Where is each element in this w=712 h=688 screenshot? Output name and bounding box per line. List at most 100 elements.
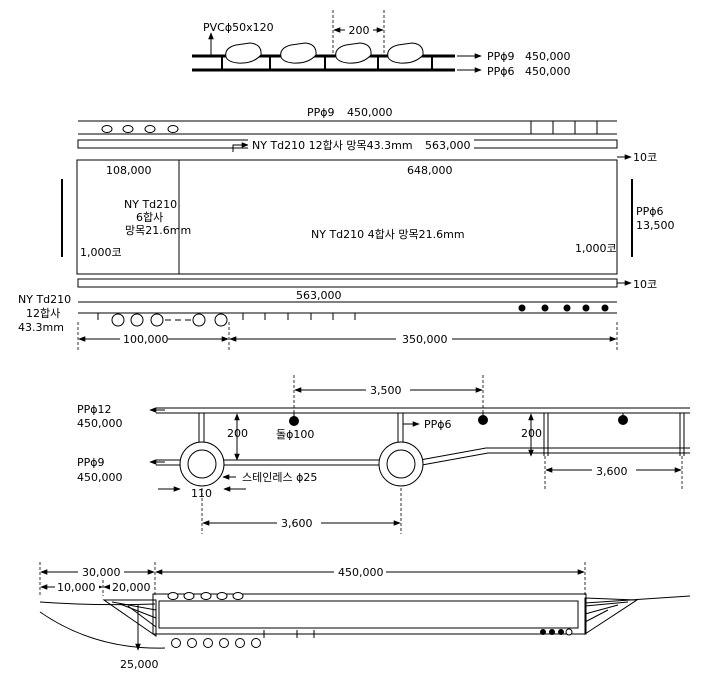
ring <box>187 638 197 648</box>
float <box>232 592 244 600</box>
stainless-label: 스테인레스 ϕ25 <box>242 471 317 484</box>
float <box>122 125 134 133</box>
pvc-float-label: PVCϕ50x120 <box>203 21 274 34</box>
pp12-label: PPϕ12 <box>77 403 112 416</box>
ring <box>251 638 261 648</box>
pvc-float <box>225 42 262 64</box>
left-net-spec-2: 6합사 <box>136 211 163 224</box>
pvc-float <box>280 42 317 64</box>
ring <box>192 313 206 327</box>
ring <box>203 638 213 648</box>
left-meshes-label: 1,000코 <box>80 246 122 259</box>
pp9-value: 450,000 <box>525 50 571 63</box>
spacing-label: 200 <box>349 24 370 37</box>
ring <box>150 313 164 327</box>
stone-sinker <box>618 415 628 425</box>
anchor-line-upper <box>39 601 156 606</box>
ring <box>130 313 144 327</box>
ring-spacing-label: 3,600 <box>281 517 313 530</box>
segment-a-label: 10,000 <box>57 581 96 594</box>
pp9-value: 450,000 <box>77 471 123 484</box>
sinker-label: 돌ϕ100 <box>276 428 314 441</box>
float <box>216 592 228 600</box>
stainless-ring <box>187 449 217 479</box>
right-meshes-label: 1,000코 <box>575 242 617 255</box>
pp6-label: PPϕ6 <box>424 418 452 431</box>
pp9-rope <box>156 447 690 461</box>
ring <box>235 638 245 648</box>
stainless-ring <box>386 449 416 479</box>
ring <box>219 638 229 648</box>
sinker <box>601 304 609 312</box>
ring <box>565 628 573 636</box>
float <box>167 592 179 600</box>
ring <box>171 638 181 648</box>
ko-bottom-label: 10코 <box>633 278 657 291</box>
dim-label-bg <box>334 565 386 579</box>
side-rope-value: 13,500 <box>636 219 675 232</box>
lower-net-spec-2: 12합사 <box>26 307 60 320</box>
total-length-label: 450,000 <box>338 566 384 579</box>
dim-label-bg <box>396 332 452 346</box>
wing-hatch <box>127 605 157 628</box>
upper-edge-value: 563,000 <box>425 139 471 152</box>
pp9-label: PPϕ9 <box>77 456 105 469</box>
total-left-label: 30,000 <box>82 566 121 579</box>
wing-hatch <box>584 601 629 607</box>
dim-label-bg <box>366 383 410 397</box>
net-body <box>76 159 618 275</box>
net-panel-plan: PPϕ9 450,000 NY Td210 12합사 망목43.3mm 563,… <box>18 106 675 352</box>
left-width-label: 108,000 <box>106 164 152 177</box>
right-width-label: 648,000 <box>407 164 453 177</box>
pp9-rope <box>156 452 690 466</box>
right-wing-net <box>584 597 639 635</box>
ring <box>111 313 125 327</box>
upper-edge-label-bg <box>248 138 474 152</box>
left-net-spec-1: NY Td210 <box>124 198 177 211</box>
float <box>167 125 179 133</box>
upper-edge-label: NY Td210 12합사 망목43.3mm <box>252 139 413 152</box>
lower-net-spec-1: NY Td210 <box>18 293 71 306</box>
height-left-label: 200 <box>227 427 248 440</box>
net-inner-frame <box>158 600 579 629</box>
dim-label-bg <box>110 580 154 594</box>
stone-sinker <box>478 415 488 425</box>
height-right-label: 200 <box>521 427 542 440</box>
anchor-line-label: 25,000 <box>120 658 159 671</box>
net-outer-frame <box>152 593 587 635</box>
lower-net-spec-3: 43.3mm <box>18 321 64 334</box>
ring <box>214 313 228 327</box>
spacing-label-bg <box>345 22 373 36</box>
wing-hatch <box>584 609 609 623</box>
pvc-float <box>335 42 372 64</box>
dim-label-bg <box>55 580 99 594</box>
dim-label-bg <box>78 565 124 579</box>
float <box>144 125 156 133</box>
net-overview: 30,000 450,000 10,000 20,000 <box>39 562 691 671</box>
wing-hatch <box>111 601 157 611</box>
stone-sinker <box>289 416 299 426</box>
right-anchor-line <box>584 595 691 604</box>
sinker <box>563 304 571 312</box>
dim-label-bg <box>277 516 321 530</box>
upper-edge-leader <box>232 142 249 152</box>
sinker <box>582 304 590 312</box>
pp6-label: PPϕ6 <box>487 65 515 78</box>
float <box>183 592 195 600</box>
left-section-label: 100,000 <box>123 333 169 346</box>
right-section-label: 350,000 <box>402 333 448 346</box>
anchor-line-curve <box>39 611 166 649</box>
segment-b-label: 20,000 <box>112 581 151 594</box>
pvc-float <box>387 42 424 64</box>
ko-top-label: 10코 <box>633 151 657 164</box>
sinker-spacing-label: 3,500 <box>370 384 402 397</box>
dim-label-bg <box>120 332 168 346</box>
lower-edge-net <box>77 278 618 288</box>
lower-length-label: 563,000 <box>296 289 342 302</box>
sinker <box>558 629 564 635</box>
ring-size-label: 110 <box>191 487 212 500</box>
wing-hatch <box>584 604 619 615</box>
pp9-label: PPϕ9 <box>487 50 515 63</box>
sinker <box>549 629 555 635</box>
